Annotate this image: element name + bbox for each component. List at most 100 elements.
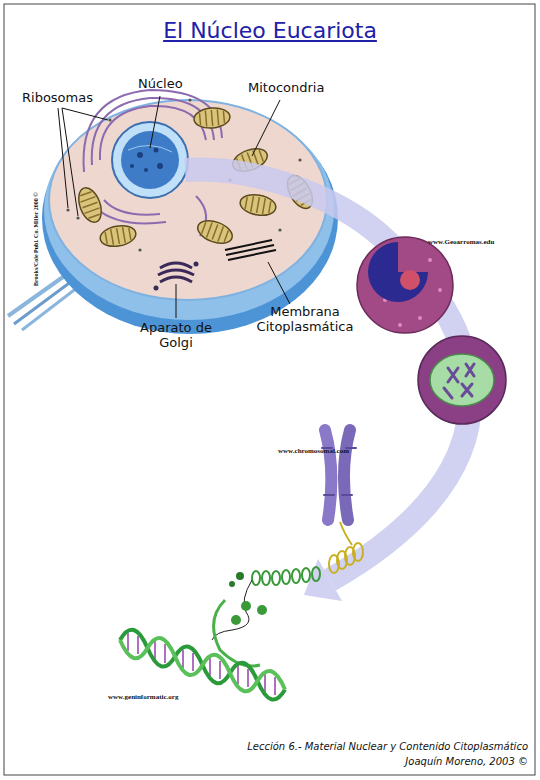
dna-helix [120, 630, 285, 700]
chromatin-coil [282, 570, 290, 584]
leader-lines [176, 284, 177, 318]
dna-helix [274, 677, 276, 695]
dna-helix [164, 644, 166, 663]
chromatin-coil [236, 572, 244, 580]
dna-helix [192, 653, 194, 671]
part-label: Aparato de Golgi [136, 320, 216, 350]
ribosome-dots [298, 158, 301, 161]
cell-cutaway [428, 258, 432, 262]
leader-lines [252, 100, 280, 156]
author-note: Joaquín Moreno, 2003 © [405, 756, 528, 767]
dna-helix [247, 669, 249, 687]
flagellum [22, 284, 82, 330]
chromatin-coil [231, 615, 241, 625]
chromatin-coil [312, 567, 320, 581]
dna-helix [209, 658, 211, 676]
mitochondria [74, 185, 105, 226]
chromatin-coil [257, 605, 267, 615]
cell-cutaway [357, 237, 453, 333]
part-label: Núcleo [138, 76, 183, 91]
dividing-cell [444, 388, 452, 398]
dividing-cell [448, 368, 458, 382]
nucleus [121, 131, 179, 189]
golgi-apparatus [160, 277, 192, 282]
chromatin-coil [329, 555, 339, 573]
dna-helix [120, 638, 285, 691]
endoplasmic-reticulum [104, 200, 160, 215]
chromatin-coil [340, 522, 352, 545]
nucleus [112, 122, 188, 198]
leader-lines [268, 262, 290, 304]
nucleus [157, 163, 163, 169]
nucleus [112, 122, 188, 198]
chromosome [322, 430, 356, 520]
dna-helix [137, 636, 139, 654]
dna-helix [127, 633, 129, 651]
ribosome-dots [76, 216, 79, 219]
cell-cutaway [357, 237, 453, 333]
caption: Lección 6.- Material Nuclear y Contenido… [247, 741, 528, 752]
chromatin-coil [212, 522, 363, 666]
dividing-cell [462, 384, 472, 396]
dna-helix [219, 661, 221, 679]
part-label: Mitocondria [248, 80, 324, 95]
dna-helix [237, 666, 239, 684]
cell-cutaway [418, 316, 422, 320]
chromatin-coil [272, 571, 280, 585]
dna-helix [182, 650, 184, 668]
part-label: Ribosomas [22, 90, 93, 105]
cell-cutaway [368, 242, 428, 302]
nucleus [144, 168, 148, 172]
cell-cutaway [400, 270, 420, 290]
nucleus [130, 164, 134, 168]
chromatin-coil [302, 568, 310, 582]
part-label: Membrana Citoplasmática [250, 304, 360, 334]
mitochondria [99, 223, 138, 249]
mitochondria [195, 216, 236, 247]
leader-lines [150, 96, 160, 148]
chromatin-coil [262, 571, 270, 585]
page-frame [4, 4, 535, 775]
chromatin-coil [252, 571, 260, 585]
ribosome-dots [108, 118, 111, 121]
leader-lines [62, 108, 78, 216]
cell-cutaway [398, 323, 402, 327]
chromatin-coil [241, 601, 251, 611]
source-watermark: www.geninformatic.org [108, 693, 178, 701]
leader-lines [62, 108, 108, 120]
source-watermark: www.Geoarromas.edu [428, 238, 494, 246]
dividing-cell [418, 336, 506, 424]
chromosome [325, 430, 331, 520]
golgi-apparatus [194, 262, 199, 267]
leader-lines [58, 96, 290, 318]
endoplasmic-reticulum [96, 208, 166, 223]
copyright-note: Brooks/Cole Publ. Co. Miller 2000 © [33, 192, 39, 286]
nucleus [154, 148, 159, 153]
nucleus [137, 152, 143, 158]
chromatin-coil [292, 569, 300, 583]
golgi-apparatus [154, 286, 159, 291]
ribosome-dots [138, 248, 141, 251]
chromatin-coil [229, 581, 235, 587]
golgi-apparatus [160, 263, 192, 268]
cytoskeleton [225, 240, 272, 250]
flagellum [8, 272, 70, 316]
golgi-apparatus [158, 270, 194, 275]
mitochondria [239, 192, 278, 218]
ribosome-dots [278, 228, 281, 231]
dna-helix [120, 630, 285, 700]
cell-body [49, 100, 327, 300]
cell-cutaway [438, 288, 442, 292]
ribosome-dots [66, 208, 69, 211]
chromosome [322, 448, 356, 495]
dividing-cell [444, 364, 474, 398]
mitochondria [193, 106, 231, 129]
dividing-cell [466, 364, 474, 376]
leader-lines [58, 108, 68, 208]
dividing-cell [430, 354, 494, 406]
flagellum [14, 278, 76, 324]
cytoskeleton [225, 240, 276, 260]
source-watermark: www.chromosomal.com [278, 447, 349, 455]
